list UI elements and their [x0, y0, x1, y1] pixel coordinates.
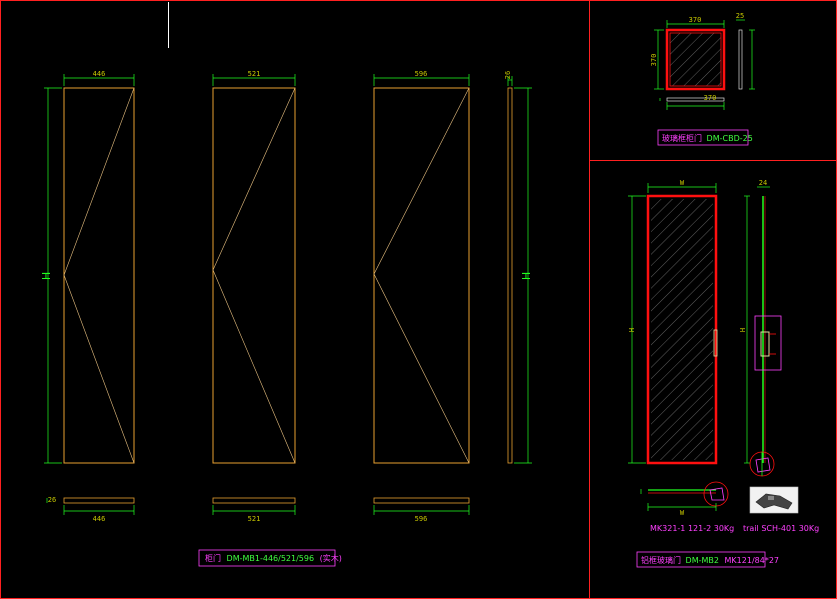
alu-door-width-dimension	[647, 183, 717, 193]
door-1-outline	[63, 87, 135, 464]
door-1-width-dimension	[63, 74, 135, 86]
plan-thickness-label: 26	[48, 496, 56, 504]
alu-door-hatch	[651, 199, 713, 460]
alu-door-height-label: H	[628, 328, 636, 332]
glass-frame-height-label: 370	[650, 54, 658, 67]
side-thickness-label: 26	[504, 71, 512, 79]
alu-door-title: 铝框玻璃门 DM-MB2 MK121/84*27	[641, 555, 779, 565]
side-thickness-dimension	[507, 76, 513, 86]
alu-top-thickness-label: 24	[759, 179, 767, 187]
door-1-plan-dimension	[46, 498, 135, 515]
glass-frame-side-dims	[736, 19, 755, 90]
alu-door-outer	[646, 194, 718, 465]
alu-plan-detail-circle	[703, 481, 729, 507]
glass-frame-plan	[666, 97, 725, 102]
alu-side-handle	[760, 331, 770, 357]
side-height-label: H	[520, 272, 533, 280]
door-1: 446 H 446 26	[40, 70, 135, 523]
hardware-right-label: trail SCH-401 30Kg	[743, 524, 819, 533]
main-title-block: 柜门 DM-MB1-446/521/596 (实木)	[198, 549, 342, 567]
door-3: 596 596	[373, 70, 470, 523]
door-1-plan	[63, 497, 135, 504]
glass-frame-thickness-label: 25	[736, 12, 744, 20]
main-title-frame	[198, 549, 336, 567]
door-1-height-label: H	[40, 272, 53, 280]
door-2-plan-dimension	[212, 505, 296, 515]
door-1-height-dimension	[44, 87, 62, 464]
alu-side-handle-box	[754, 315, 782, 371]
glass-frame-title-frame	[657, 129, 749, 146]
door-side-view: 26 H	[504, 71, 533, 464]
alu-door-width-label: W	[680, 179, 685, 187]
door-3-opening-lines	[373, 87, 470, 464]
glass-frame-height-dimension	[654, 29, 664, 90]
door-1-opening-lines	[63, 87, 135, 464]
alu-door-plan-view: W	[640, 481, 729, 517]
glass-frame-width-label: 370	[689, 16, 702, 24]
door-2: 521 521	[212, 70, 296, 523]
hardware-clamp-shape	[755, 493, 793, 510]
door-3-bottom-label: 596	[415, 515, 428, 523]
door-2-width-label: 521	[248, 70, 261, 78]
alu-door-height-dimension	[628, 195, 646, 464]
door-3-width-label: 596	[415, 70, 428, 78]
side-view-outline	[507, 87, 513, 464]
door-3-outline	[373, 87, 470, 464]
alu-door-handle	[713, 329, 718, 357]
glass-frame-side	[738, 29, 743, 90]
glass-frame-outer	[665, 28, 726, 91]
glass-frame-width-dimension	[666, 20, 725, 28]
glass-frame-door: 370 370 25 370 玻璃框柜门 DM-CBD-25	[650, 12, 755, 146]
door-2-opening-lines	[212, 87, 296, 464]
door-3-width-dimension	[373, 74, 470, 86]
alu-door-side-view: 24 H	[739, 179, 782, 477]
alu-side-height-label: H	[739, 328, 747, 332]
door-2-plan	[212, 497, 296, 504]
aluminium-glass-door: W H 24 H	[628, 179, 819, 568]
door-3-plan-dimension	[373, 505, 470, 515]
hardware-photo	[749, 486, 799, 514]
door-1-width-label: 446	[93, 70, 106, 78]
glass-frame-hatch	[669, 32, 722, 87]
alu-door-title-frame	[636, 551, 766, 568]
main-title: 柜门 DM-MB1-446/521/596 (实木)	[205, 553, 342, 563]
door-2-width-dimension	[212, 74, 296, 86]
hardware-left-label: MK321-1 121-2 30Kg	[650, 524, 734, 533]
door-3-plan	[373, 497, 470, 504]
door-1-bottom-label: 446	[93, 515, 106, 523]
glass-frame-plan-dimension	[659, 98, 725, 110]
side-height-dimension	[514, 87, 532, 464]
alu-bottom-width-label: W	[680, 509, 685, 517]
door-2-bottom-label: 521	[248, 515, 261, 523]
alu-side-detail-marker	[755, 457, 771, 473]
glass-frame-title: 玻璃框柜门 DM-CBD-25	[662, 133, 753, 143]
door-2-outline	[212, 87, 296, 464]
glass-frame-bottom-label: 370	[704, 94, 717, 102]
